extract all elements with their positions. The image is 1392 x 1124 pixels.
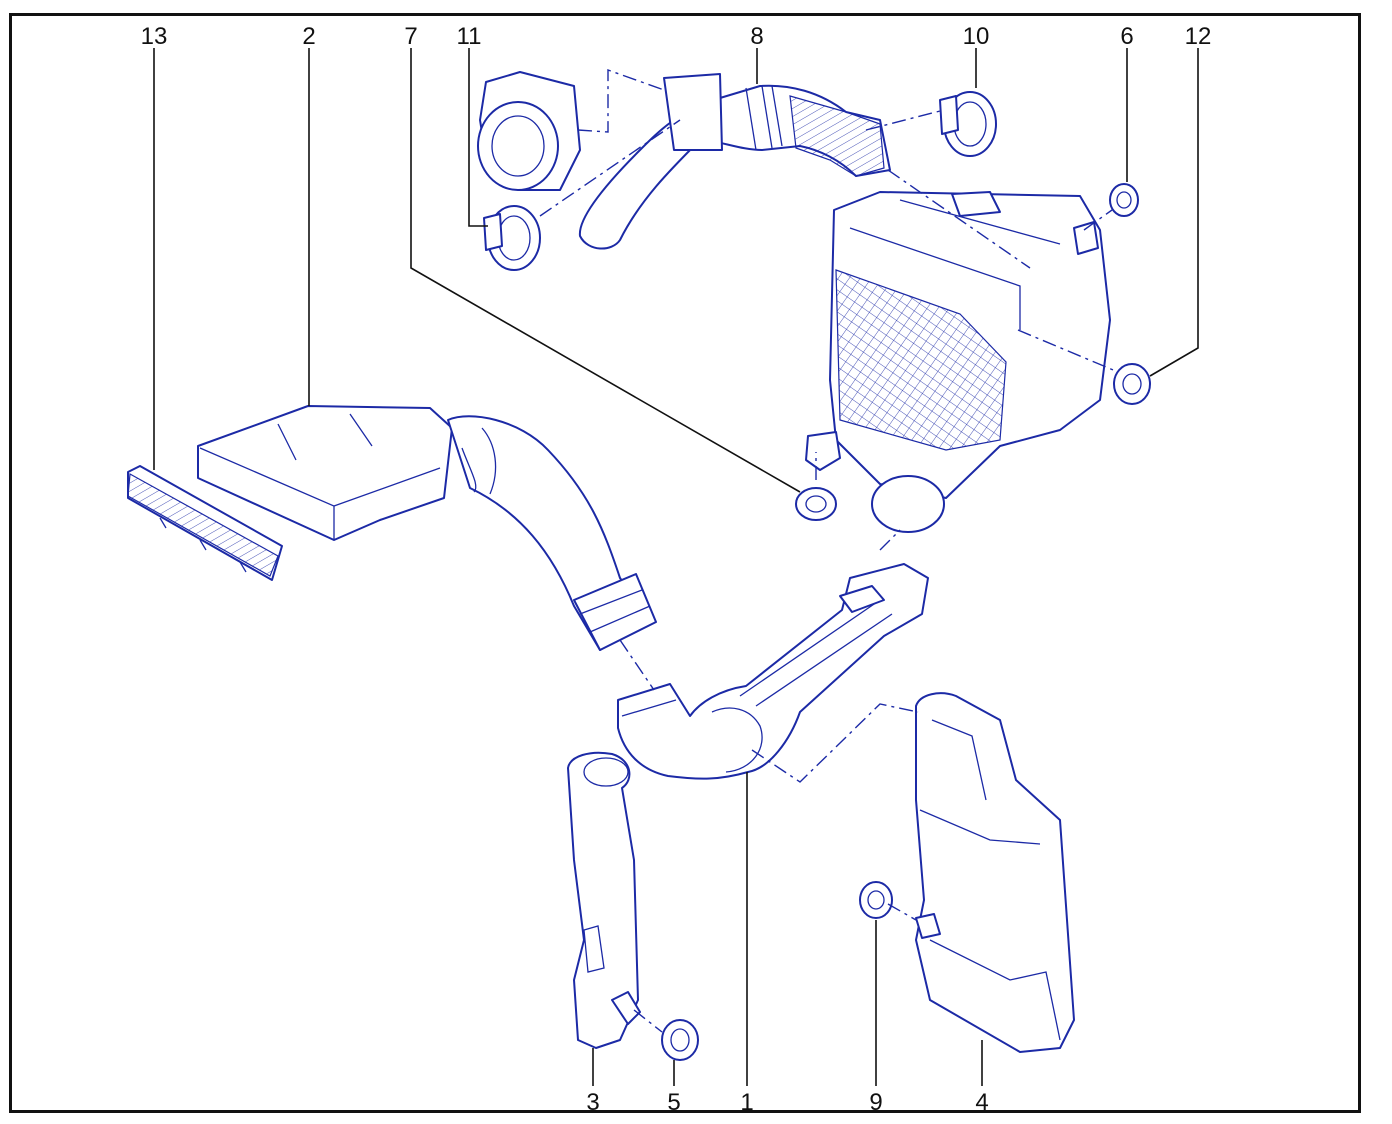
callout-5: 5 (667, 1089, 680, 1116)
callout-3: 3 (586, 1089, 599, 1116)
callout-2: 2 (302, 23, 315, 50)
hose-clamps (483, 91, 997, 271)
air-filter-housing (805, 191, 1111, 533)
callout-11: 11 (457, 23, 482, 50)
part-1-elbow-duct (617, 563, 929, 780)
callout-13: 13 (141, 23, 168, 50)
callout-9: 9 (869, 1089, 882, 1116)
leader-lines (153, 48, 1199, 1086)
callout-8: 8 (750, 23, 763, 50)
callout-7: 7 (404, 23, 417, 50)
part-8-upper-hose (477, 71, 891, 250)
callout-1: 1 (740, 1089, 753, 1116)
callout-6: 6 (1120, 23, 1133, 50)
callout-4: 4 (975, 1089, 988, 1116)
callout-10: 10 (963, 23, 990, 50)
callout-labels: 13 2 7 11 8 10 6 12 3 5 1 9 4 (141, 23, 1212, 1116)
grommets (661, 183, 1151, 1061)
part-4-resonator (915, 692, 1075, 1053)
part-13-grille (127, 465, 283, 581)
part-3-vertical-duct (567, 751, 641, 1049)
part-2-intake-duct (197, 405, 657, 651)
callout-12: 12 (1185, 23, 1212, 50)
parts-drawing (127, 69, 1151, 1061)
assembly-lines (539, 69, 1119, 1033)
